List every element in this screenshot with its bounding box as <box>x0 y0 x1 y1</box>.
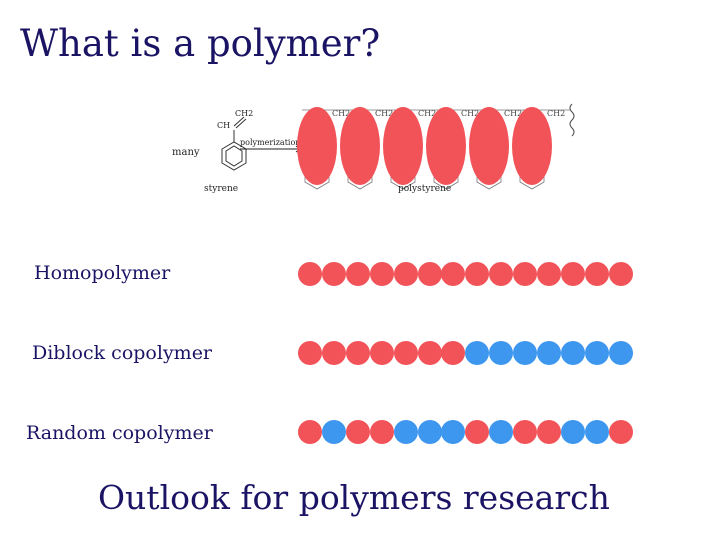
bead-red <box>417 262 442 286</box>
bead-red <box>441 262 466 286</box>
polystyrene-beads <box>297 107 552 185</box>
bead-blue <box>393 420 418 444</box>
bead-blue <box>537 341 561 365</box>
polystyrene-bead-4 <box>426 107 466 185</box>
polymerization-scheme: many CH CH2 styrene polymerization CH2 C… <box>172 103 575 194</box>
bead-red <box>321 262 346 286</box>
diblock-copolymer-label: Diblock copolymer <box>32 342 213 364</box>
bead-red <box>537 262 561 286</box>
chain-ch2-label-6: CH2 <box>547 109 565 118</box>
chain-ch2-label-1: CH2 <box>332 109 350 118</box>
polymerization-label: polymerization <box>240 138 300 147</box>
bead-red <box>608 420 633 444</box>
chain-ch2-label-5: CH2 <box>504 109 522 118</box>
chain-ch2-label-3: CH2 <box>418 109 436 118</box>
bead-red <box>513 262 538 286</box>
bead-blue <box>513 341 538 365</box>
bead-red <box>489 262 514 286</box>
bead-red <box>417 341 442 365</box>
random-copolymer-label: Random copolymer <box>26 422 213 444</box>
bead-blue <box>608 341 633 365</box>
bead-red <box>393 341 418 365</box>
bead-red <box>298 341 322 365</box>
polystyrene-name: polystyrene <box>398 184 451 194</box>
chain-ch2-label-4: CH2 <box>461 109 479 118</box>
bead-blue <box>321 420 346 444</box>
bead-red <box>369 420 394 444</box>
bead-blue <box>417 420 442 444</box>
bead-red <box>345 341 370 365</box>
homopolymer-label: Homopolymer <box>34 262 171 284</box>
bead-blue <box>489 341 514 365</box>
bead-red <box>513 420 538 444</box>
outlook-heading: Outlook for polymers research <box>98 478 610 517</box>
bead-blue <box>465 341 490 365</box>
bead-red <box>321 341 346 365</box>
bead-red <box>345 262 370 286</box>
bead-red <box>393 262 418 286</box>
bead-red <box>608 262 633 286</box>
styrene-name: styrene <box>204 184 238 194</box>
styrene-structure <box>221 116 247 171</box>
bead-red <box>298 420 322 444</box>
ch2-label: CH2 <box>235 109 253 118</box>
bead-blue <box>560 420 585 444</box>
polystyrene-bead-3 <box>383 107 423 185</box>
bead-red <box>537 420 561 444</box>
ch-label: CH <box>217 121 230 130</box>
many-label: many <box>172 147 200 158</box>
bead-blue <box>584 420 609 444</box>
bead-red <box>345 420 370 444</box>
polystyrene-bead-1 <box>297 107 337 185</box>
bead-blue <box>560 341 585 365</box>
chain-end-wave <box>569 103 575 137</box>
polystyrene-bead-6 <box>512 107 552 185</box>
chain-ch2-label-2: CH2 <box>375 109 393 118</box>
bead-red <box>369 341 394 365</box>
chain-ch2-labels: CH2 CH2 CH2 CH2 CH2 CH2 <box>332 109 565 118</box>
polystyrene-bead-2 <box>340 107 380 185</box>
bead-red <box>369 262 394 286</box>
bead-red <box>465 262 490 286</box>
bead-blue <box>489 420 514 444</box>
bead-blue <box>441 420 466 444</box>
bead-red <box>441 341 466 365</box>
bead-red <box>298 262 322 286</box>
slide-title: What is a polymer? <box>20 22 381 65</box>
bead-red <box>465 420 490 444</box>
bead-red <box>560 262 585 286</box>
bead-blue <box>584 341 609 365</box>
bead-red <box>584 262 609 286</box>
polystyrene-bead-5 <box>469 107 509 185</box>
